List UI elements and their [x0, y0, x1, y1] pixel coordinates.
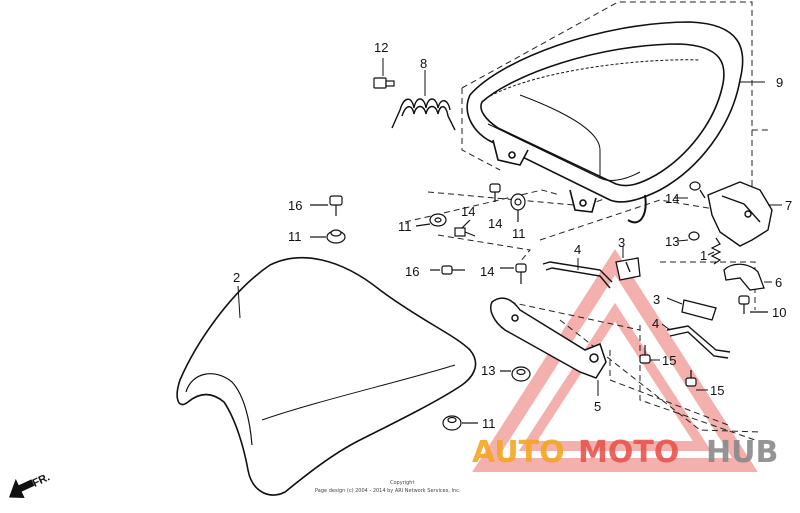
clip-3-top — [615, 257, 641, 281]
watermark-moto: MOTO — [578, 435, 679, 470]
copyright-line-1: Copyright — [390, 480, 414, 486]
callout-11-bottom: 11 — [482, 416, 496, 431]
callout-6: 6 — [775, 275, 782, 290]
leader-lines — [237, 197, 715, 391]
nut-13-right — [688, 231, 700, 241]
rod-4-top — [542, 261, 613, 289]
callout-3-top: 3 — [618, 235, 625, 250]
latch-7 — [707, 181, 773, 247]
callout-labels: 12 8 9 16 11 11 14 14 11 16 14 2 4 3 3 4… — [233, 40, 792, 431]
callout-13-bottom: 13 — [481, 363, 495, 378]
nut-11-b — [510, 193, 526, 222]
nut-13-bottom — [500, 366, 531, 382]
callout-14-a: 14 — [461, 204, 475, 219]
callout-7: 7 — [785, 198, 792, 213]
callout-8: 8 — [420, 56, 427, 71]
washer-11 — [415, 213, 447, 227]
callout-16-top: 16 — [288, 198, 302, 213]
bolt-14-mid — [500, 263, 527, 284]
callout-1: 1 — [700, 248, 707, 263]
watermark-auto: AUTO — [472, 435, 565, 470]
bracket-6 — [723, 263, 765, 291]
rod-4-mid — [666, 325, 731, 359]
hardware-16-top — [310, 195, 343, 216]
callout-5: 5 — [594, 399, 601, 414]
callout-15-a: 15 — [662, 353, 676, 368]
bolt-10 — [738, 295, 768, 314]
watermark-text: AUTO MOTO HUB — [472, 435, 778, 470]
spring-1 — [710, 237, 722, 265]
callout-13-right: 13 — [665, 234, 679, 249]
callout-14-b: 14 — [488, 216, 502, 231]
nut-11-top — [310, 229, 346, 244]
callout-9: 9 — [776, 75, 783, 90]
nut-11-bottom — [442, 415, 478, 431]
callout-12: 12 — [374, 40, 388, 55]
callout-4-top: 4 — [574, 242, 581, 257]
bolt-14-a — [454, 219, 476, 237]
callout-4-mid: 4 — [652, 316, 659, 331]
watermark-hub: HUB — [706, 435, 778, 470]
rear-seat-cowl — [466, 21, 744, 224]
bolt-14-b — [489, 183, 501, 202]
bolt-15-a — [639, 345, 651, 364]
copyright-line-2: Page design (c) 2004 - 2014 by ARI Netwo… — [315, 488, 461, 494]
spring — [391, 98, 456, 131]
bolt-15-b — [685, 370, 697, 387]
direction-label: FR. — [31, 471, 52, 489]
front-direction-arrow: FR. — [9, 471, 52, 498]
bracket-5 — [490, 297, 607, 379]
callout-2: 2 — [233, 270, 240, 285]
bolt-16-mid — [430, 265, 465, 275]
callout-14-right: 14 — [665, 191, 679, 206]
bolt-12 — [373, 77, 395, 89]
assembly-dashed-frame — [404, 1, 770, 441]
nut-14-right — [689, 181, 706, 199]
callout-15-b: 15 — [710, 383, 724, 398]
clip-3-mid — [681, 299, 717, 321]
callout-11-washer: 11 — [398, 219, 412, 234]
callout-11-left: 11 — [288, 229, 302, 244]
callout-14-mid: 14 — [480, 264, 494, 279]
watermark-logo — [472, 249, 758, 472]
callout-3-mid: 3 — [653, 292, 660, 307]
front-seat — [176, 256, 477, 496]
callout-10: 10 — [772, 305, 786, 320]
callout-11-c: 11 — [512, 226, 526, 241]
callout-16-mid: 16 — [405, 264, 419, 279]
